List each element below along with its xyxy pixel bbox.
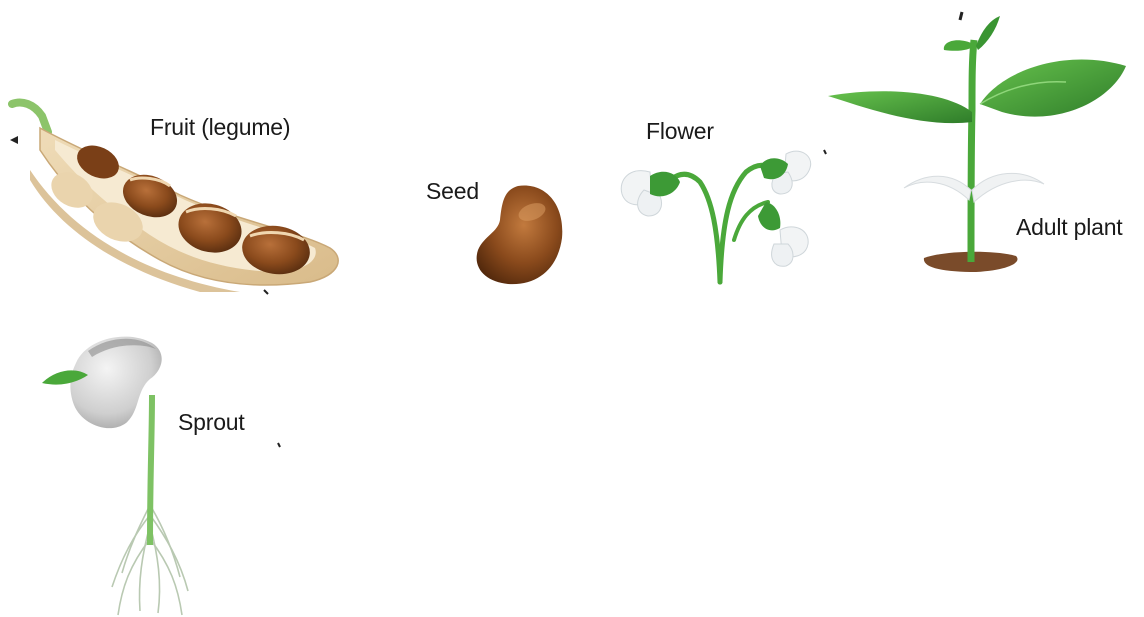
fruit-panel: Fruit (legume) — [0, 0, 380, 300]
bean-seed-icon — [400, 150, 600, 300]
bean-flower-icon — [610, 110, 830, 290]
adult-plant-icon — [826, 0, 1144, 300]
fruit-label: Fruit (legume) — [150, 114, 290, 141]
flower-label: Flower — [646, 118, 714, 145]
seed-label: Seed — [426, 178, 479, 205]
flower-panel: Flower — [610, 110, 830, 290]
bean-pod-icon — [0, 0, 380, 300]
adult-label: Adult plant — [1016, 214, 1123, 241]
sprout-panel: Sprout — [30, 325, 330, 617]
adult-panel: Adult plant — [826, 0, 1144, 300]
sprout-label: Sprout — [178, 409, 245, 436]
sprout-icon — [30, 325, 330, 617]
seed-panel: Seed — [400, 150, 600, 300]
